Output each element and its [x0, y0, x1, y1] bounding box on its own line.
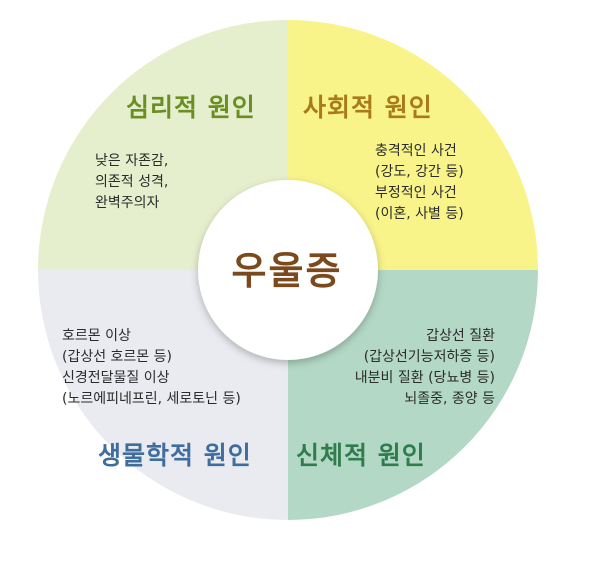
physical-line: 갑상선 질환	[426, 328, 495, 344]
physical-description: 갑상선 질환 (갑상선기능저하증 등) 내분비 질환 (당뇨병 등) 뇌졸중, …	[345, 326, 495, 410]
biological-line: 호르몬 이상	[62, 328, 131, 344]
social-title: 사회적 원인	[303, 93, 433, 122]
social-description: 충격적인 사건 (강도, 강간 등) 부정적인 사건 (이혼, 사별 등)	[375, 141, 464, 225]
psychological-line: 낮은 자존감,	[95, 153, 169, 169]
psychological-line: 완벽주의자	[95, 195, 160, 211]
physical-line: 뇌졸중, 종양 등	[404, 391, 495, 407]
psychological-description: 낮은 자존감, 의존적 성격, 완벽주의자	[95, 151, 168, 214]
biological-line: 신경전달물질 이상	[62, 370, 170, 386]
psychological-title: 심리적 원인	[126, 93, 256, 122]
biological-line: (노르에피네프린, 세로토닌 등)	[62, 391, 241, 407]
biological-description: 호르몬 이상 (갑상선 호르몬 등) 신경전달물질 이상 (노르에피네프린, 세…	[62, 326, 241, 410]
biological-line: (갑상선 호르몬 등)	[62, 349, 172, 365]
social-line: 부정적인 사건	[375, 185, 457, 201]
psychological-line: 의존적 성격,	[95, 174, 169, 190]
social-line: (이혼, 사별 등)	[375, 206, 464, 222]
physical-line: (갑상선기능저하증 등)	[363, 349, 495, 365]
center-label: 우울증	[231, 249, 343, 293]
physical-line: 내분비 질환 (당뇨병 등)	[354, 370, 495, 386]
center-circle	[198, 180, 378, 360]
social-line: (강도, 강간 등)	[375, 164, 464, 180]
physical-title: 신체적 원인	[296, 441, 426, 470]
social-line: 충격적인 사건	[375, 143, 457, 159]
biological-title: 생물학적 원인	[98, 441, 252, 470]
